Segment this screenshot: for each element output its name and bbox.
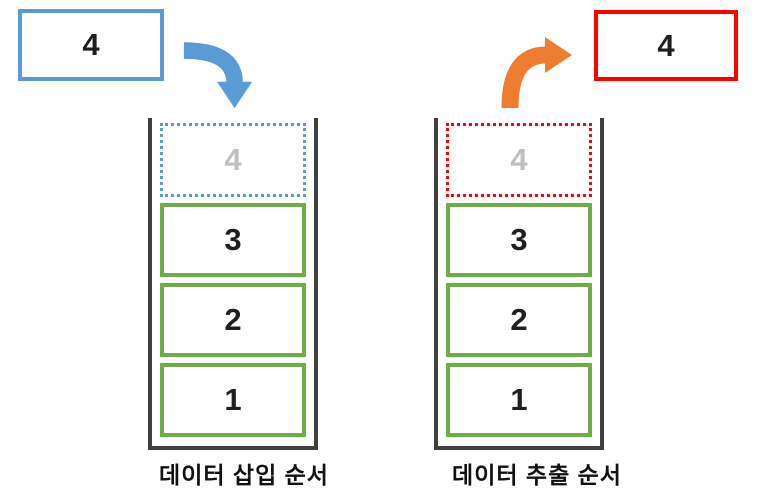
cell-value: 3 — [224, 222, 242, 257]
cell-value: 1 — [510, 382, 528, 417]
pop-caption: 데이터 추출 순서 — [452, 462, 622, 488]
cell-value: 2 — [224, 302, 242, 337]
pop-value: 4 — [657, 27, 675, 63]
pop-stack-item-3: 3 — [446, 203, 592, 277]
pop-stack-item-1: 1 — [446, 363, 592, 437]
push-curved-arrow-icon — [183, 42, 253, 109]
push-stack-container: 4 3 2 1 — [148, 118, 318, 450]
push-ghost-slot: 4 — [160, 123, 306, 197]
push-stack-item-3: 3 — [160, 203, 306, 277]
cell-value: 3 — [510, 222, 528, 257]
push-caption: 데이터 삽입 순서 — [159, 462, 329, 488]
pop-ghost-slot: 4 — [446, 123, 592, 197]
push-value-box: 4 — [18, 9, 164, 81]
pop-value-box: 4 — [594, 10, 738, 81]
push-stack-item-1: 1 — [160, 363, 306, 437]
pop-ghost-value: 4 — [510, 142, 528, 177]
push-ghost-value: 4 — [224, 142, 242, 177]
cell-value: 1 — [224, 382, 242, 417]
push-stack-item-2: 2 — [160, 283, 306, 357]
pop-curved-arrow-icon — [501, 37, 572, 109]
pop-stack-item-2: 2 — [446, 283, 592, 357]
pop-stack-container: 4 3 2 1 — [434, 118, 604, 450]
push-value: 4 — [82, 27, 100, 62]
cell-value: 2 — [510, 302, 528, 337]
